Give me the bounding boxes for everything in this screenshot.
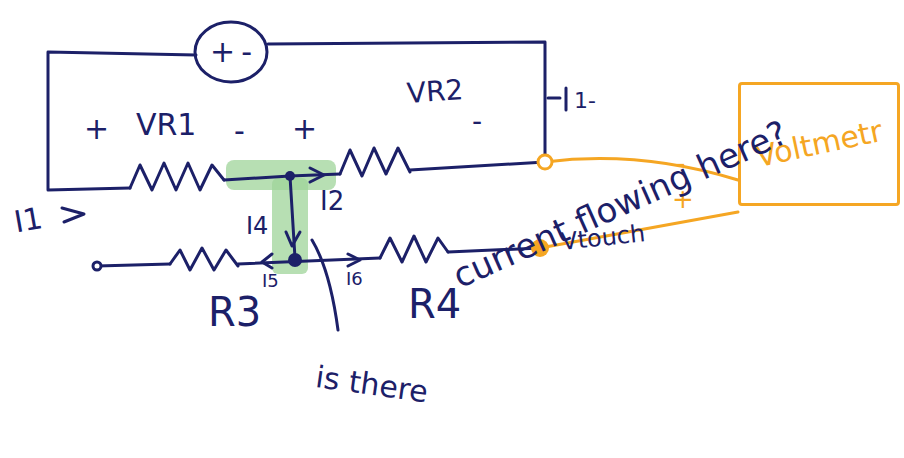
annotation-label: R4 — [408, 284, 461, 324]
polarity-sign: - — [241, 37, 252, 67]
wire — [268, 42, 545, 160]
arrow-head — [62, 208, 84, 222]
wire — [48, 52, 196, 190]
pointer-line — [312, 240, 338, 330]
probe-point — [538, 155, 552, 169]
polarity-sign: + — [210, 37, 235, 67]
annotation-label: I4 — [246, 214, 268, 238]
annotation-label: + — [84, 114, 109, 144]
arrow-head — [348, 254, 360, 266]
voltage-source: +- — [195, 22, 267, 82]
arrow-head — [286, 232, 300, 246]
annotation-label: I2 — [320, 188, 344, 214]
tick — [548, 97, 560, 100]
annotation-label: VR2 — [406, 76, 464, 108]
arrow-head — [310, 168, 324, 182]
tick — [565, 88, 568, 110]
annotation-label: is there — [314, 362, 430, 407]
annotation-label: I1 — [12, 203, 45, 237]
source-outline — [195, 22, 267, 82]
wire — [410, 162, 545, 170]
resistor-symbol — [130, 163, 224, 190]
terminal — [93, 262, 101, 270]
annotation-label: I5 — [262, 272, 279, 290]
annotation-label: + — [292, 114, 317, 144]
junction — [285, 171, 295, 181]
annotation-label: VR1 — [136, 110, 196, 140]
resistor-symbol — [340, 148, 410, 176]
wire — [97, 264, 170, 266]
resistor-symbol — [170, 248, 238, 270]
annotation-label: 1- — [574, 90, 596, 112]
resistor-symbol — [380, 236, 448, 262]
annotation-label: - — [472, 108, 482, 136]
arrow-head — [262, 254, 272, 268]
annotation-label: R3 — [208, 292, 261, 332]
annotation-label: I6 — [346, 270, 363, 288]
annotation-label: - — [234, 116, 245, 146]
junction — [288, 253, 302, 267]
